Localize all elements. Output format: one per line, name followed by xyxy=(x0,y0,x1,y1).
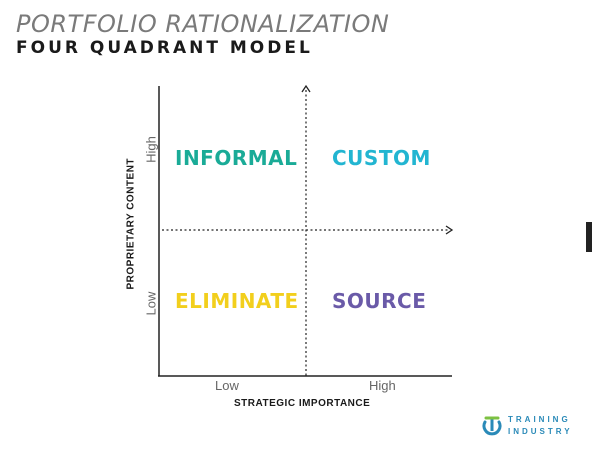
x-axis-label: STRATEGIC IMPORTANCE xyxy=(234,398,371,409)
logo-text-industry: INDUSTRY xyxy=(508,427,573,436)
x-tick-high: High xyxy=(369,378,396,393)
training-industry-logo: TRAINING INDUSTRY xyxy=(480,413,590,443)
horizontal-arrowhead xyxy=(445,225,454,235)
y-tick-low: Low xyxy=(143,291,159,316)
logo-text-training: TRAINING xyxy=(508,415,571,424)
y-axis-label: PROPRIETARY CONTENT xyxy=(125,157,137,290)
y-tick-high: High xyxy=(143,136,159,163)
quadrant-source: SOURCE xyxy=(332,289,427,313)
quadrant-informal: INFORMAL xyxy=(175,146,298,170)
title: PORTFOLIO RATIONALIZATION xyxy=(16,10,390,38)
vertical-arrowhead xyxy=(301,84,311,93)
x-tick-low: Low xyxy=(215,378,239,393)
side-mark xyxy=(586,222,592,252)
quadrant-custom: CUSTOM xyxy=(332,146,431,170)
quadrant-eliminate: ELIMINATE xyxy=(175,289,299,313)
subtitle: FOUR QUADRANT MODEL xyxy=(16,38,313,58)
logo-icon xyxy=(482,416,502,436)
